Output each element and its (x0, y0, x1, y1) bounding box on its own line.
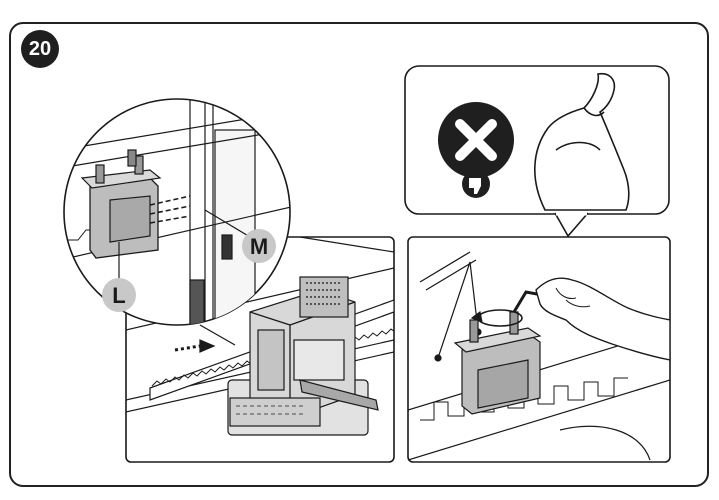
flexed-arm-icon (534, 72, 630, 211)
zoom-detail-circle: L M (63, 98, 291, 326)
limit-bracket (453, 311, 542, 415)
x-icon (438, 102, 514, 178)
warning-panel (404, 65, 670, 238)
thumbs-down-icon (462, 170, 490, 198)
gate-motor (227, 276, 379, 436)
rotation-arrow-icon (470, 309, 523, 327)
callout-M: M (204, 209, 276, 263)
limit-bracket-L (80, 149, 162, 259)
step-number-badge: 20 (21, 30, 59, 68)
right-scene-panel (407, 236, 671, 463)
svg-text:L: L (112, 283, 125, 308)
left-scene-panel (125, 236, 395, 463)
callout-L: L (102, 242, 136, 312)
svg-text:M: M (250, 234, 268, 259)
